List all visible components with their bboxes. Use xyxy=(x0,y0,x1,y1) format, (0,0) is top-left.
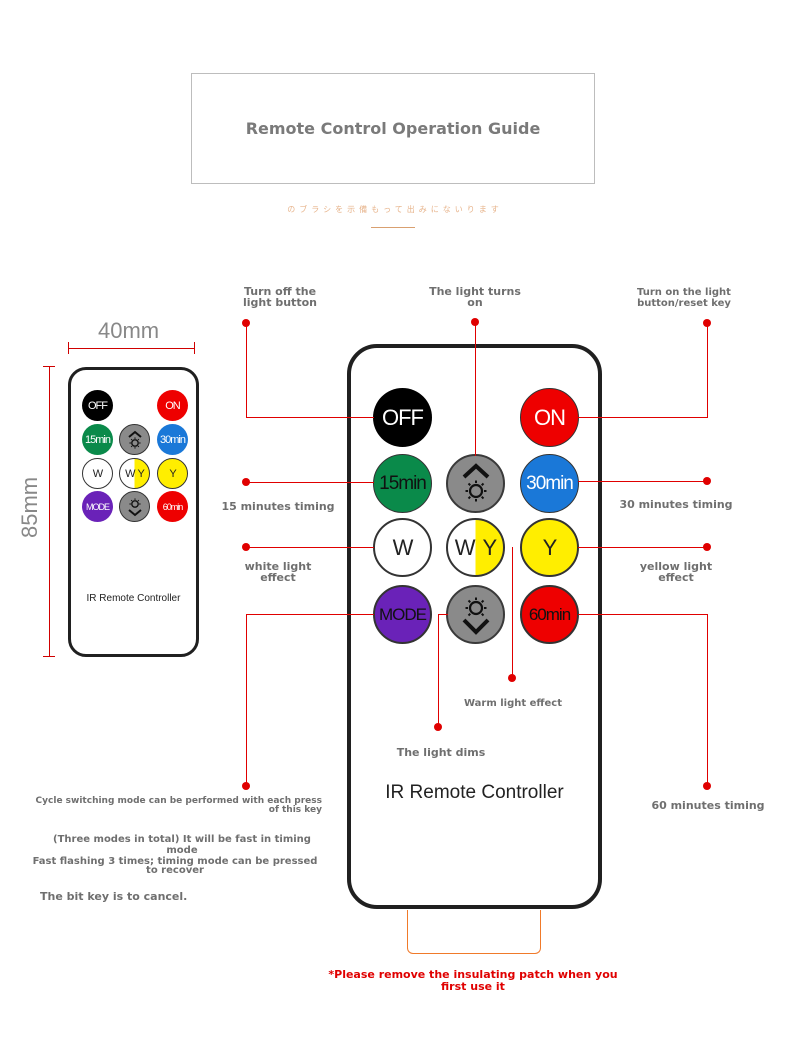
subtitle: のブラシを示備もって出みにないります xyxy=(287,205,503,214)
t60-callout-line-h xyxy=(578,614,708,615)
brightness-down-icon xyxy=(127,498,142,516)
label-yellow: yellow light effect xyxy=(639,560,713,584)
label-30min: 30 minutes timing xyxy=(619,498,733,511)
label-mode-4: The bit key is to cancel. xyxy=(40,890,188,903)
title-underline xyxy=(371,227,415,228)
mode-callout-line xyxy=(246,614,247,786)
small-15min-button: 15min xyxy=(82,424,113,455)
off-callout-dot xyxy=(242,319,250,327)
small-remote: OFF ON 15min 30min W W Y Y MODE xyxy=(68,367,199,657)
yellow-callout-line xyxy=(578,547,708,548)
label-mode-3: Fast flashing 3 times; timing mode can b… xyxy=(32,856,318,876)
brightness-up-icon xyxy=(127,430,142,448)
off-button[interactable]: OFF xyxy=(373,388,432,447)
on-button[interactable]: ON xyxy=(520,388,579,447)
small-wy-y-label: Y xyxy=(137,467,145,480)
brightness-up-button[interactable] xyxy=(446,454,505,513)
up-callout-dot xyxy=(471,318,479,326)
label-mode-1: Cycle switching mode can be performed wi… xyxy=(35,796,322,815)
warning-text: *Please remove the insulating patch when… xyxy=(328,968,618,993)
warm-callout-dot xyxy=(508,674,516,682)
yellow-callout-dot xyxy=(703,543,711,551)
small-off-button: OFF xyxy=(82,390,113,421)
warm-y-label: Y xyxy=(482,534,498,560)
label-mode-2: (Three modes in total) It will be fast i… xyxy=(53,834,311,856)
white-callout-line xyxy=(246,547,374,548)
warm-light-button[interactable]: W Y xyxy=(446,518,505,577)
small-remote-caption: IR Remote Controller xyxy=(86,593,181,604)
label-white: white light effect xyxy=(244,560,312,584)
yellow-light-button[interactable]: Y xyxy=(520,518,579,577)
label-off: Turn off the light button xyxy=(243,285,317,309)
up-callout-line xyxy=(475,322,476,456)
width-label: 40mm xyxy=(98,318,160,343)
title-box: Remote Control Operation Guide xyxy=(191,73,595,184)
label-on-button: Turn on the light button/reset key xyxy=(637,287,731,309)
timer-60min-button[interactable]: 60min xyxy=(520,585,579,644)
warm-w-label: W xyxy=(454,534,476,560)
mode-callout-line-h xyxy=(246,614,374,615)
small-30min-button: 30min xyxy=(157,424,188,455)
remote-caption: IR Remote Controller xyxy=(385,782,564,803)
t30-callout-dot xyxy=(703,477,711,485)
t60-callout-dot xyxy=(703,782,711,790)
dims-callout-dot xyxy=(434,723,442,731)
small-brightness-up-button xyxy=(119,424,150,455)
on-callout-line xyxy=(707,324,708,418)
white-callout-dot xyxy=(242,543,250,551)
dims-callout-line-h xyxy=(438,614,448,615)
small-w-button: W xyxy=(82,458,113,489)
small-60min-button: 60min xyxy=(157,491,188,522)
small-wy-w-label: W xyxy=(125,467,135,480)
timer-15min-button[interactable]: 15min xyxy=(373,454,432,513)
t60-callout-line xyxy=(707,614,708,786)
timer-30min-button[interactable]: 30min xyxy=(520,454,579,513)
t30-callout-line xyxy=(578,481,708,482)
off-callout-line-h xyxy=(246,417,374,418)
t15-callout-line xyxy=(246,482,374,483)
mode-callout-dot xyxy=(242,782,250,790)
off-callout-line xyxy=(246,323,247,417)
mode-button[interactable]: MODE xyxy=(373,585,432,644)
on-callout-dot xyxy=(703,319,711,327)
t15-callout-dot xyxy=(242,478,250,486)
dims-callout-line xyxy=(438,614,439,727)
warm-callout-line xyxy=(512,547,513,678)
small-mode-button: MODE xyxy=(82,491,113,522)
label-15min: 15 minutes timing xyxy=(221,500,335,513)
on-callout-line-h xyxy=(578,417,708,418)
brightness-down-icon xyxy=(462,597,489,635)
width-dimension xyxy=(68,340,195,356)
small-wy-button: W Y xyxy=(119,458,150,489)
small-on-button: ON xyxy=(157,390,188,421)
label-light-on: The light turns on xyxy=(429,285,521,309)
white-light-button[interactable]: W xyxy=(373,518,432,577)
label-dims: The light dims xyxy=(396,746,486,759)
remote-stand xyxy=(407,910,541,954)
brightness-up-icon xyxy=(462,462,489,501)
small-y-button: Y xyxy=(157,458,188,489)
brightness-down-button[interactable] xyxy=(446,585,505,644)
height-label: 85mm xyxy=(17,476,42,538)
page-title: Remote Control Operation Guide xyxy=(245,119,541,138)
height-dimension xyxy=(42,366,56,657)
label-60min: 60 minutes timing xyxy=(651,799,765,812)
small-brightness-down-button xyxy=(119,491,150,522)
label-warm: Warm light effect xyxy=(463,698,563,709)
